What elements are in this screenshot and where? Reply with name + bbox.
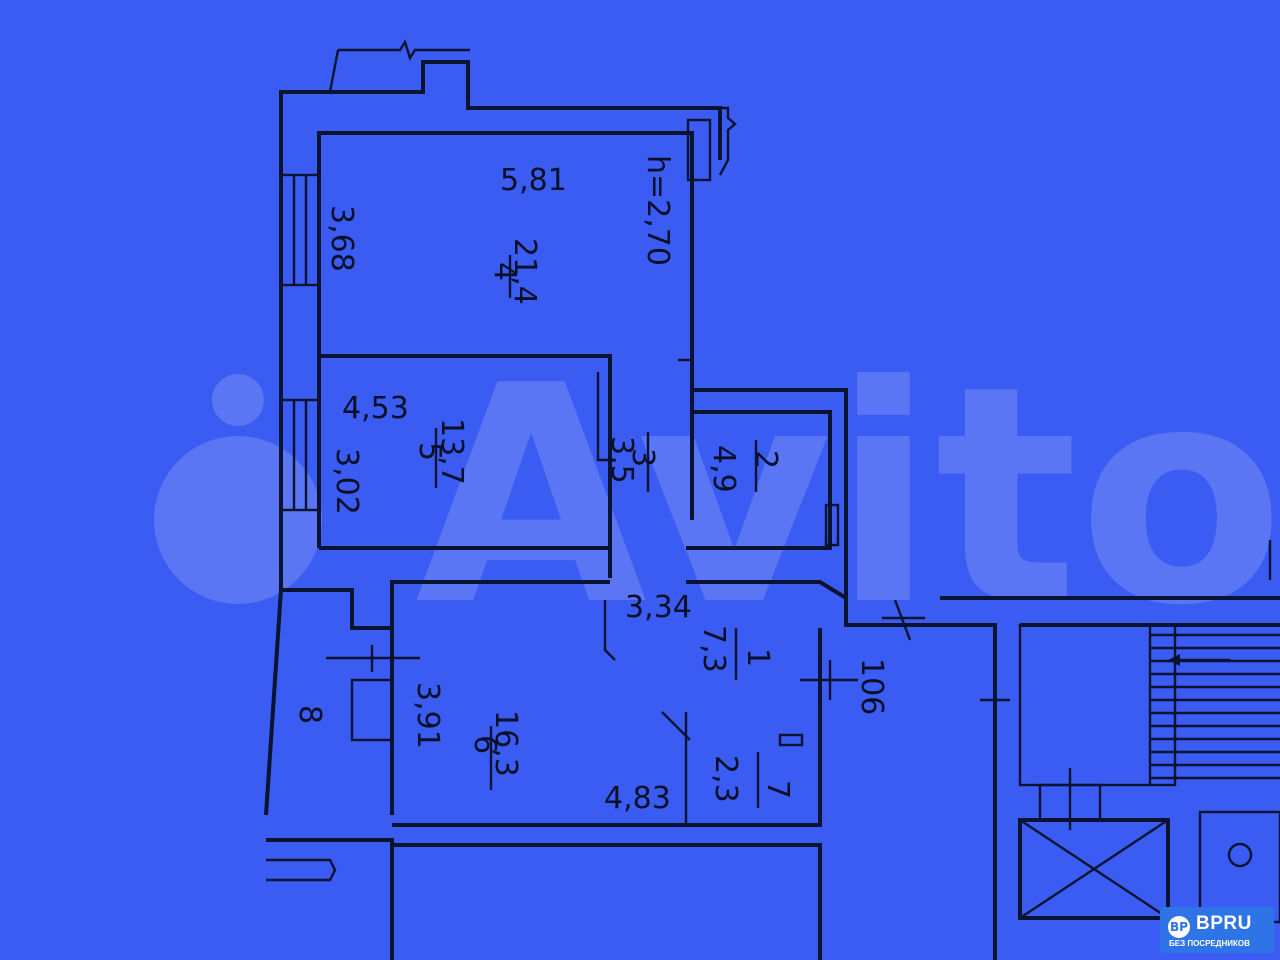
partition-room4-room5 [319,354,612,578]
stair-arrow-icon [1168,654,1180,666]
utility-circle-icon [1227,842,1253,868]
labels: 5,81 h=2,70 3,68 4 21,4 4,53 5 13,7 3,02… [292,155,889,816]
room6-top-left [390,580,610,628]
watermark-dot-top [212,374,264,426]
room8-vent [350,678,394,742]
room3-inner-line [596,372,612,462]
dimension-tick [893,599,912,641]
room6-length-label: 4,83 [604,781,671,816]
elevator-cross [1019,818,1169,920]
room1-number-label: 1 [740,648,775,667]
room4-length-label: 3,68 [324,205,359,272]
unit-number-label: 106 [854,658,889,715]
window-room4 [279,173,321,287]
room5-length-label: 4,53 [342,391,409,426]
lower-wall-apartment [392,843,822,960]
room2-walls [686,390,832,550]
window-room5 [279,398,321,512]
outer-wall-left-top [279,60,722,590]
room1-area-label: 7,3 [696,625,731,673]
room3-area-label: 3,5 [604,436,639,484]
room2-number-label: 2 [748,450,783,469]
room5-area-label: 13,7 [434,418,469,485]
room2-fixture [824,503,840,547]
room5-width-label: 3,02 [329,448,364,515]
room4-area-label: 21,4 [507,238,542,305]
room6-width-label: 3,91 [410,682,445,749]
door-swing-room7 [661,711,691,741]
bpru-title: BPRU [1196,913,1252,934]
wall-break-mark [328,49,340,93]
room6-right-bottom [392,628,822,827]
room3-number-label: 3 [625,448,660,467]
corridor-wall-left [940,623,997,960]
room2-area-label: 4,9 [706,445,741,493]
room1-length-label: 3,34 [625,590,692,625]
windows [279,173,321,512]
break-line-bottom [266,858,337,882]
door-swing-room6 [603,600,616,661]
bpru-badge: BP BPRU БЕЗ ПОСРЕДНИКОВ [1160,907,1274,953]
break-line-right [718,106,737,176]
room5-number-label: 5 [412,442,447,461]
room4-width-label: 5,81 [500,163,567,198]
watermark-dot-large [154,436,322,604]
room7-number-label: 7 [760,780,795,799]
room8-walls [264,588,394,816]
break-line-top [338,39,470,61]
room1-top [686,580,940,627]
ceiling-height-label: h=2,70 [640,155,675,266]
partitions [319,354,840,578]
lower-block [264,580,940,960]
bpru-logo-icon: BP [1168,916,1190,938]
stairwell [940,540,1280,960]
room8-number-label: 8 [292,705,327,724]
room6-number-label: 6 [467,735,502,754]
lower-wall-left [266,838,394,960]
room4-number-label: 4 [487,262,522,281]
vent-shaft [686,118,712,182]
room7-area-label: 2,3 [708,755,743,803]
room6-area-label: 16,3 [488,710,523,777]
room7-fixture [778,733,804,747]
bpru-subtitle: БЕЗ ПОСРЕДНИКОВ [1169,939,1250,948]
